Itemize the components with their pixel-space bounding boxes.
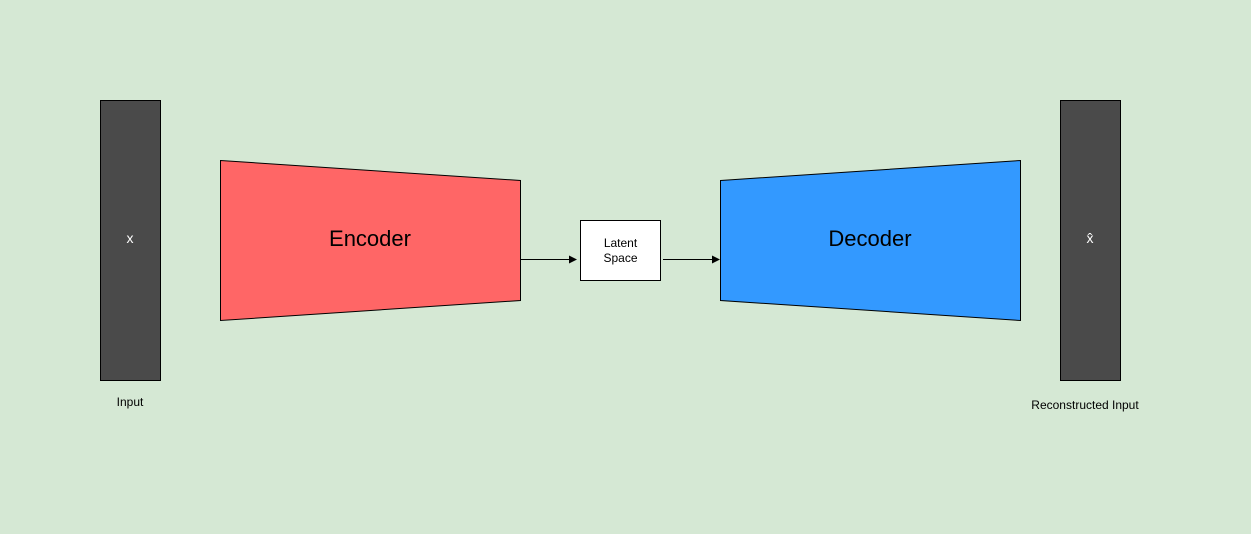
input-caption: Input: [116, 395, 144, 409]
latent-label-line2: Space: [603, 250, 638, 265]
encoder-block: [220, 159, 521, 322]
encoder-label: Encoder: [329, 226, 411, 251]
input-vector-bar: [100, 100, 161, 381]
input-symbol: x: [126, 230, 134, 246]
latent-space-box: Latent Space: [580, 220, 661, 281]
output-symbol: x̂: [1086, 230, 1094, 246]
decoder-block: [720, 159, 1021, 322]
output-caption: Reconstructed Input: [1031, 398, 1139, 412]
decoder-label: Decoder: [828, 226, 912, 251]
latent-label-line1: Latent: [603, 235, 638, 250]
output-vector-bar: [1060, 100, 1121, 381]
